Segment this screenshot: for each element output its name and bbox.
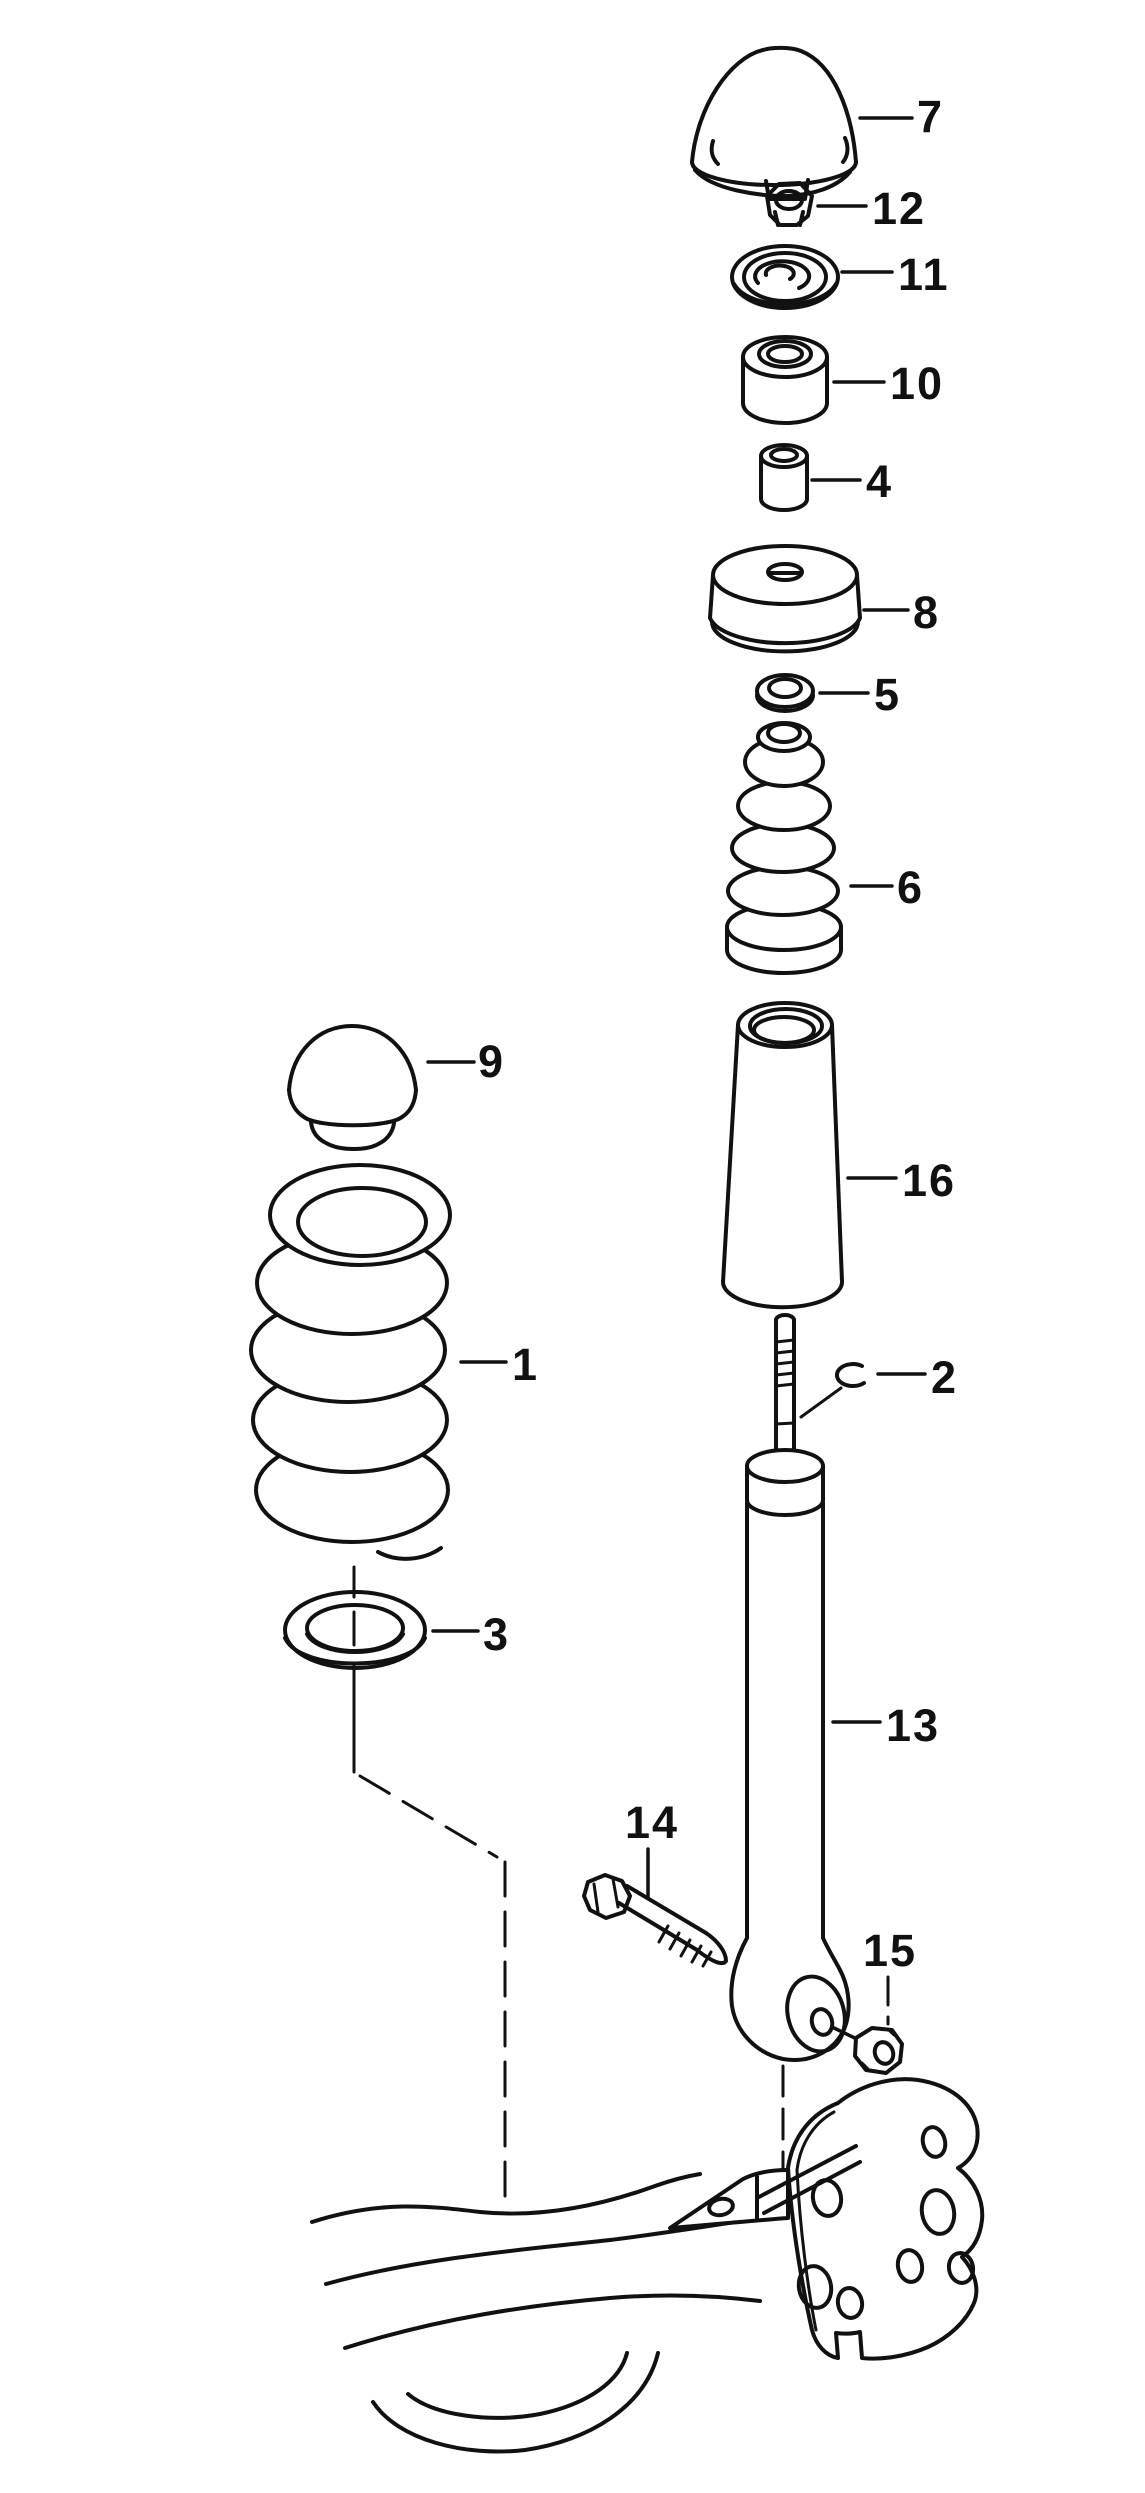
plate-hole (919, 2188, 957, 2236)
part-label-12: 12 (872, 183, 926, 234)
part-5-ring (755, 673, 815, 713)
part-label-16: 16 (902, 1155, 956, 1206)
spring-cup-outer-arc (371, 2351, 660, 2454)
part-6-bump-stop (725, 721, 843, 975)
part-9-dome-cap (287, 1024, 418, 1151)
part-label-8: 8 (913, 587, 940, 638)
part-3-spring-seat (283, 1565, 427, 1774)
part-16-protective-tube (721, 1001, 844, 1310)
part-label-1: 1 (512, 1339, 539, 1390)
part-7-cone-cap (690, 45, 858, 201)
part-label-5: 5 (874, 669, 901, 720)
callouts: 7 12 11 10 4 8 5 6 9 16 1 2 3 13 14 15 (426, 91, 958, 1976)
plate-hole (835, 2286, 865, 2320)
part-label-3: 3 (483, 1609, 510, 1660)
plate-arm-edge (762, 2160, 862, 2215)
part-label-13: 13 (886, 1700, 940, 1751)
part-label-7: 7 (917, 91, 944, 142)
part-label-9: 9 (478, 1036, 505, 1087)
part-label-6: 6 (897, 862, 924, 913)
plate-hole (920, 2125, 948, 2159)
part-2-clip (799, 1362, 866, 1419)
plate-hole (946, 2251, 976, 2285)
part-label-4: 4 (866, 456, 893, 507)
alignment-dashes-spring (358, 1774, 507, 2200)
plate-arm-edge (755, 2144, 858, 2200)
part-label-2: 2 (931, 1352, 958, 1403)
shock-mount-bracket (668, 2168, 790, 2230)
part-label-14: 14 (625, 1797, 679, 1848)
part-14-bolt (582, 1873, 728, 1968)
stray-dot (944, 1990, 950, 1996)
part-12-nut (765, 181, 814, 227)
spring-cup-inner-arc (406, 2351, 629, 2420)
part-10-bushing (741, 335, 829, 425)
part-label-11: 11 (898, 249, 950, 300)
part-label-15: 15 (863, 1925, 917, 1976)
part-11-spring-washer (730, 244, 840, 310)
part-15-nut (853, 2026, 904, 2075)
part-1-coil-spring (249, 1163, 452, 1561)
part-13-shock-absorber (729, 1448, 863, 2062)
plate-hole (895, 2248, 925, 2284)
shock-piston-rod (774, 1313, 796, 1464)
plate-hole (796, 2264, 834, 2310)
part-4-sleeve (759, 443, 809, 512)
part-label-10: 10 (890, 358, 944, 409)
mounting-plate (755, 2077, 985, 2361)
part-8-mount (708, 544, 862, 654)
